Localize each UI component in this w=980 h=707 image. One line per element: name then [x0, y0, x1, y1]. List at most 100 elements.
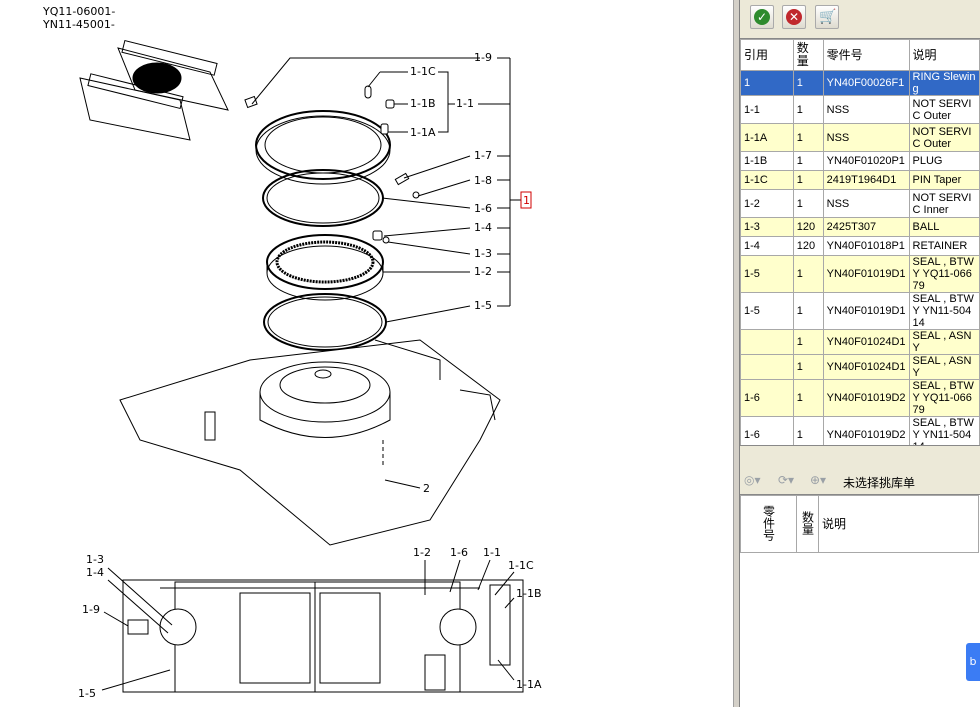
base-frame — [119, 339, 501, 546]
cell-ref: 1-1C — [740, 170, 794, 190]
cell-part: YN40F01024D1 — [822, 354, 910, 380]
col-qty[interactable]: 数量 — [792, 39, 824, 71]
cell-qty: 1 — [792, 123, 824, 152]
add-icon[interactable]: ⊕▾ — [810, 473, 827, 487]
cell-qty: 1 — [792, 416, 824, 445]
callout-1-7: 1-7 — [474, 149, 492, 162]
cell-desc: NOT SERVIC Outer — [908, 123, 980, 152]
serial-range-2: YN11-45001- — [43, 18, 115, 31]
cell-desc: NOT SERVIC Outer — [908, 95, 980, 124]
cell-ref: 1-4 — [740, 236, 794, 256]
seal-1-5 — [263, 293, 387, 351]
cell-part: YN40F01024D1 — [822, 329, 910, 355]
cell-qty: 120 — [792, 236, 824, 256]
callout-1-3: 1-3 — [474, 247, 492, 260]
diagram-drawing: 1-9 1-1C 1-1B 1-1 1-1A 1-7 1-8 1-6 1-4 1… — [78, 39, 542, 700]
cell-qty: 1 — [792, 329, 824, 355]
cell-ref: 1-6 — [740, 379, 794, 417]
col-part-no[interactable]: 零件号 — [740, 495, 797, 553]
splitter[interactable] — [733, 0, 740, 707]
callout-1-1c: 1-1C — [410, 65, 436, 78]
cell-desc: PIN Taper — [908, 170, 980, 190]
callout-box-label[interactable]: 1 — [523, 194, 530, 207]
cell-qty: 1 — [792, 170, 824, 190]
picklist-header: 零件号 数量 说明 — [740, 495, 979, 553]
cell-ref: 1-3 — [740, 217, 794, 237]
section-callout-1-1a: 1-1A — [516, 678, 542, 691]
callout-box — [520, 191, 532, 209]
callout-2: 2 — [423, 482, 430, 495]
cell-ref: 1-2 — [740, 189, 794, 218]
cell-desc: SEAL , BTW Y YN11-50414 — [908, 416, 980, 445]
col-part[interactable]: 零件号 — [822, 39, 910, 71]
section-callout-1-4: 1-4 — [86, 566, 104, 579]
section-callout-1-9: 1-9 — [82, 603, 100, 616]
col-description[interactable]: 说明 — [818, 495, 979, 553]
cart-icon: 🛒 — [819, 9, 837, 25]
cell-desc: SEAL , BTW Y YQ11-06679 — [908, 255, 980, 293]
col-desc[interactable]: 说明 — [908, 39, 980, 71]
callout-1-4: 1-4 — [474, 221, 492, 234]
cell-part: YN40F01020P1 — [822, 151, 910, 171]
section-callout-1-6: 1-6 — [450, 546, 468, 559]
col-part-no-label: 零件号 — [761, 505, 776, 541]
cell-desc: PLUG — [908, 151, 980, 171]
cell-ref: 1 — [740, 70, 794, 96]
cart-button[interactable]: 🛒 — [815, 5, 839, 29]
cell-desc: NOT SERVIC Inner — [908, 189, 980, 218]
col-ref[interactable]: 引用 — [740, 39, 794, 71]
cell-part: NSS — [822, 123, 910, 152]
picklist-toolbar: ◎▾ ⟳▾ ⊕▾ 未选择挑库单 — [740, 469, 980, 493]
section-callout-1-5: 1-5 — [78, 687, 96, 700]
cell-part: YN40F01019D1 — [822, 255, 910, 293]
refresh-icon[interactable]: ⟳▾ — [778, 473, 795, 487]
confirm-button[interactable]: ✓ — [750, 5, 774, 29]
cell-qty: 1 — [792, 189, 824, 218]
cell-desc: BALL — [908, 217, 980, 237]
cell-desc: SEAL , BTW Y YN11-50414 — [908, 292, 980, 330]
section-view — [122, 579, 524, 693]
toolbar: ✓ ✕ 🛒 — [740, 5, 980, 35]
cell-part: 2419T1964D1 — [822, 170, 910, 190]
cell-qty: 1 — [792, 379, 824, 417]
col-quantity-label: 数量 — [800, 511, 815, 535]
picklist-icon[interactable]: ◎▾ — [744, 473, 761, 487]
serial-range-1: YQ11-06001- — [43, 5, 116, 18]
col-quantity[interactable]: 数量 — [796, 495, 819, 553]
cell-ref: 1-1A — [740, 123, 794, 152]
callout-1-9: 1-9 — [474, 51, 492, 64]
close-icon: ✕ — [786, 9, 802, 25]
picklist-table-container[interactable]: 零件号 数量 说明 — [740, 494, 980, 707]
callout-1-1: 1-1 — [456, 97, 474, 110]
side-tab[interactable]: b — [966, 643, 980, 681]
cancel-button[interactable]: ✕ — [782, 5, 806, 29]
inner-gear-ring — [266, 234, 384, 301]
callout-1-1a: 1-1A — [410, 126, 436, 139]
parts-table-header: 引用 数量 零件号 说明 — [740, 39, 980, 71]
cell-ref — [740, 354, 794, 380]
callout-1-6: 1-6 — [474, 202, 492, 215]
thumbnail-machine — [79, 39, 229, 141]
cell-ref: 1-1 — [740, 95, 794, 124]
cell-part: NSS — [822, 189, 910, 218]
cell-desc: RETAINER — [908, 236, 980, 256]
parts-diagram[interactable]: YQ11-06001- YN11-45001- — [0, 0, 733, 707]
cell-ref: 1-5 — [740, 292, 794, 330]
callout-1-1b: 1-1B — [410, 97, 436, 110]
